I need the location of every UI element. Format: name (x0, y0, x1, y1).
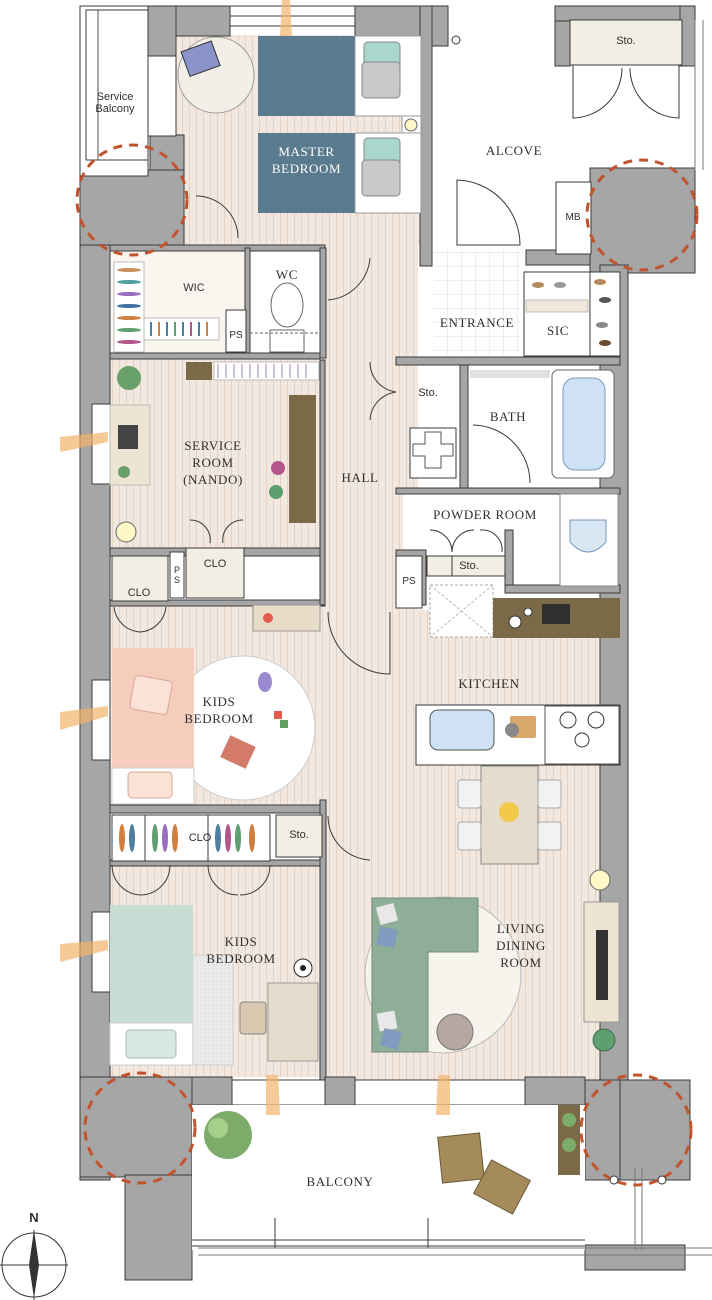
label-hall: HALL (341, 470, 379, 485)
label-sto-kids: Sto. (289, 829, 309, 841)
label-mb: MB (565, 212, 581, 223)
label-sic: SIC (546, 323, 570, 338)
label-balcony: BALCONY (306, 1174, 374, 1189)
powder-fixtures (395, 493, 619, 609)
label-alcove: ALCOVE (485, 143, 543, 158)
label-clo-kids: CLO (188, 832, 212, 844)
label-master-bedroom: MASTER BEDROOM (271, 144, 342, 176)
label-sto-bath: Sto. (418, 387, 438, 399)
label-clo-service: CLO (203, 558, 227, 570)
bath-fixtures (409, 369, 615, 479)
wic-furniture (113, 261, 247, 353)
plant-icon (592, 1028, 616, 1052)
label-kids-bedroom-2: KIDS BEDROOM (206, 934, 276, 966)
toilet-icon (270, 282, 304, 328)
sink-icon (429, 709, 495, 751)
bed-1 (258, 36, 355, 116)
ps-shaft-service (169, 551, 185, 599)
label-clo-left: CLO (127, 587, 151, 599)
light-fixture-icon (115, 521, 137, 543)
bed-2 (258, 133, 355, 213)
label-ps-powder: PS (402, 576, 416, 587)
clo-service (185, 547, 245, 599)
label-ps-wic: PS (229, 330, 243, 341)
sink-icon (569, 519, 607, 553)
master-bedroom-furniture (177, 35, 422, 214)
label-wc: WC (275, 267, 299, 282)
kitchen-fixtures (415, 598, 621, 766)
clo-left (111, 555, 169, 602)
ps-shaft-wic (225, 309, 247, 353)
doors (111, 65, 680, 896)
label-wic: WIC (183, 282, 205, 294)
kids-closets (111, 814, 323, 862)
balcony-furniture (204, 35, 667, 1215)
mb-cabinet (555, 181, 592, 255)
structural-columns (75, 143, 699, 1187)
compass-icon (0, 1230, 68, 1300)
flower-icon (499, 802, 519, 822)
label-service-balcony: Service Balcony (95, 91, 135, 115)
tv-icon (596, 930, 608, 1000)
label-sto-top: Sto. (616, 35, 636, 47)
living-set (364, 896, 620, 1054)
label-kids-bedroom-1: KIDS BEDROOM (184, 694, 254, 726)
light-fixture-icon (404, 118, 418, 132)
label-living-dining: LIVING DINING ROOM (496, 921, 546, 970)
label-kitchen: KITCHEN (458, 676, 520, 691)
label-powder-room: POWDER ROOM (433, 507, 537, 522)
sto-kids (275, 814, 323, 858)
sofa (371, 897, 479, 1053)
plant-icon (117, 366, 141, 390)
entrance-floor (434, 250, 520, 355)
label-bath: BATH (489, 409, 527, 424)
stove-icon (544, 705, 620, 765)
dining-set (457, 765, 611, 891)
label-sto-powder: Sto. (459, 560, 479, 572)
light-fixture-icon (589, 869, 611, 891)
service-balcony (85, 9, 149, 161)
kids-bedroom-1-furniture (111, 604, 321, 805)
kids-bedroom-2-furniture (109, 905, 319, 1066)
bathtub-icon (562, 377, 606, 471)
label-compass-n: N (29, 1210, 39, 1225)
mint-bed (110, 905, 193, 1023)
ps-shaft-powder (395, 555, 423, 609)
storage-top-cabinet (569, 19, 683, 66)
service-room-furniture (109, 361, 320, 602)
label-entrance: ENTRANCE (439, 315, 515, 330)
label-ps-service: P S (173, 565, 180, 585)
label-service-room: SERVICE ROOM (NANDO) (183, 438, 243, 487)
bear-toy-icon (258, 672, 272, 692)
wc-fixtures (250, 282, 320, 353)
desk (289, 395, 316, 523)
sic-shelves (523, 271, 621, 357)
